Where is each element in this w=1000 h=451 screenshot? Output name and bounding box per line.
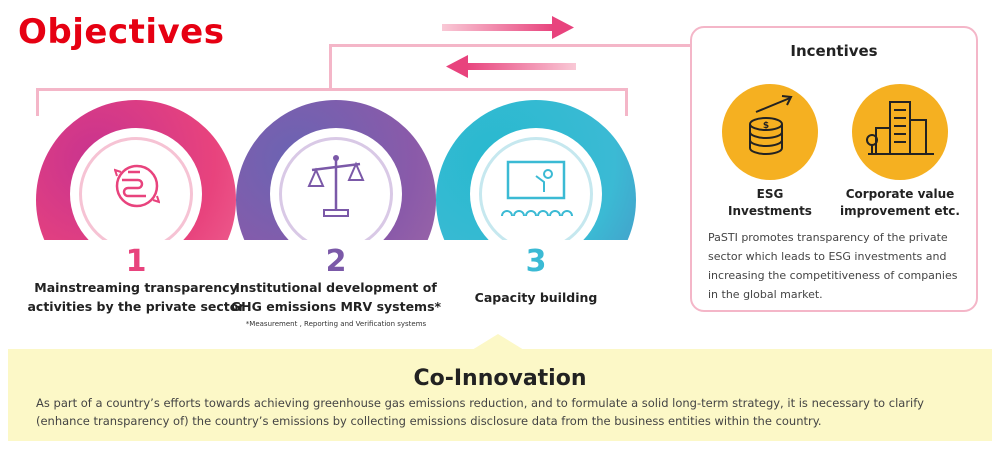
objective-3-circle [436, 100, 636, 240]
objective-2-footnote: *Measurement , Reporting and Verificatio… [245, 320, 427, 328]
objective-3-label: Capacity building [474, 290, 598, 305]
coin-stack-growth-icon: $ [749, 95, 793, 155]
svg-text:$: $ [763, 121, 769, 131]
incentives-description: PaSTI promotes transparency of the priva… [708, 231, 958, 301]
esg-investments-badge: $ [722, 84, 818, 180]
banner-pointer [472, 334, 524, 350]
objective-1-number: 1 [125, 244, 147, 279]
arrow-left-icon [446, 55, 576, 78]
office-buildings-icon [866, 101, 934, 155]
bracket-top-line [330, 44, 692, 47]
arrow-right-icon [442, 16, 574, 39]
objective-1-circle [36, 100, 236, 240]
co-innovation-banner [8, 349, 992, 441]
bracket-left-tick [36, 88, 39, 116]
co-innovation-text: As part of a country’s efforts towards a… [36, 396, 924, 428]
objective-1-label: Mainstreaming transparency activities by… [27, 280, 245, 314]
exchange-arrows [442, 16, 576, 78]
incentives-title: Incentives [790, 42, 878, 60]
bracket-horizontal-line [36, 88, 628, 91]
incentive-esg-label: ESG Investments [728, 187, 812, 218]
objective-2-label: Institutional development of GHG emissio… [230, 280, 442, 314]
corporate-value-badge [852, 84, 948, 180]
co-innovation-title: Co-Innovation [413, 366, 587, 391]
bracket-right-tick [625, 88, 628, 116]
incentives-box: Incentives $ ESG Investments [690, 26, 978, 312]
globe-cycle-icon [114, 164, 160, 208]
presentation-classroom-icon [501, 160, 573, 217]
incentive-corporate-label: Corporate value improvement etc. [840, 187, 960, 218]
page-title: Objectives [18, 12, 225, 52]
balance-scale-icon [307, 155, 365, 217]
objective-2-circle [236, 100, 436, 240]
objective-3-number: 3 [525, 244, 547, 279]
bracket-stem-line [329, 44, 332, 90]
objective-2-number: 2 [325, 244, 347, 279]
